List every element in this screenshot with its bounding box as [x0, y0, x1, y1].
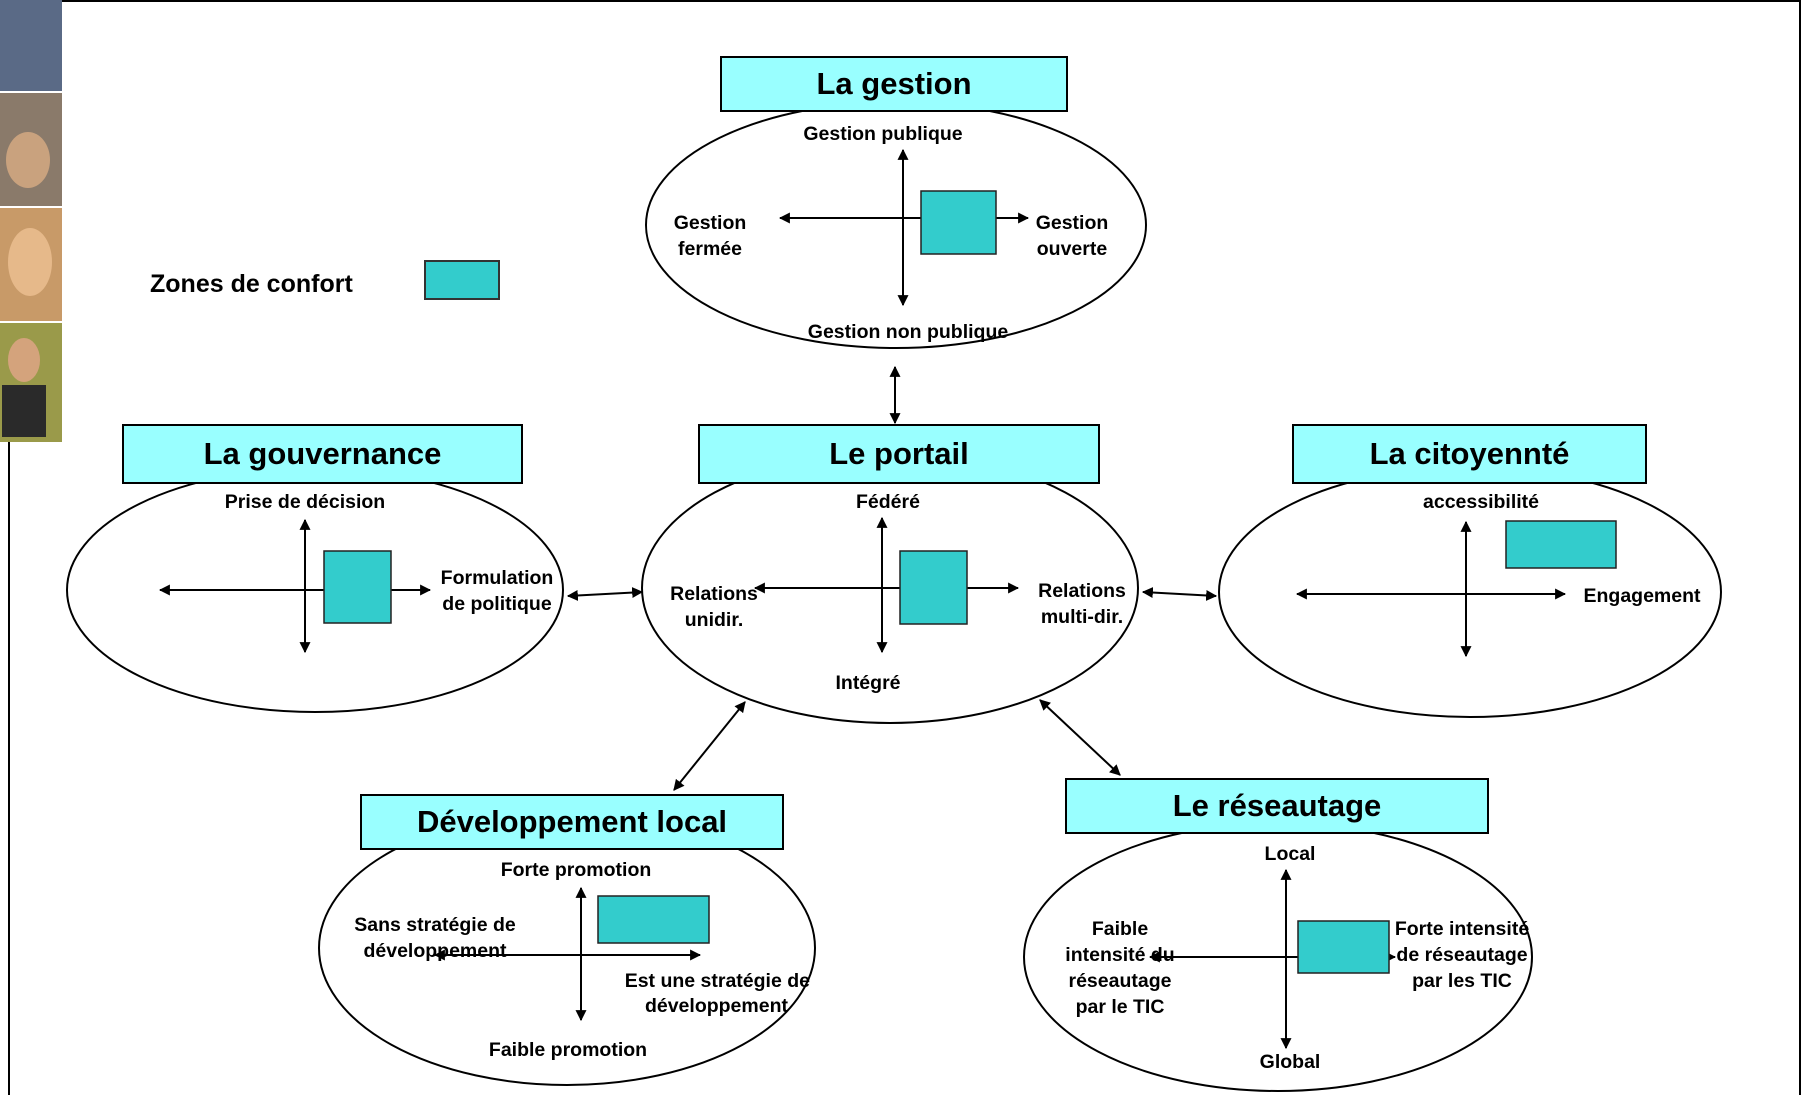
connector-gouvernance-portail — [566, 587, 644, 601]
reseautage-left-label-4: par le TIC — [1075, 996, 1165, 1018]
gouvernance-top-label: Prise de décision — [224, 491, 386, 513]
gouvernance-title: La gouvernance — [122, 424, 523, 484]
portail-left-label-1: Relations — [670, 583, 758, 605]
developpement-right-label-1: Est une stratégie de — [624, 970, 810, 992]
portail-right-label-2: multi-dir. — [1040, 606, 1124, 628]
gestion-right-label-1: Gestion — [1035, 212, 1109, 234]
citoyennete-top-label: accessibilité — [1423, 491, 1539, 513]
developpement-comfort-zone — [597, 895, 710, 944]
slide-frame — [8, 0, 1801, 1095]
portail-left-label-2: unidir. — [684, 609, 744, 631]
developpement-top-label: Forte promotion — [500, 859, 652, 881]
developpement-left-label-2: développement — [363, 940, 507, 962]
portail-comfort-zone — [899, 550, 968, 625]
citoyennete-right-label: Engagement — [1583, 585, 1701, 607]
developpement-right-label-2: développement — [644, 995, 788, 1017]
developpement-title: Développement local — [360, 794, 784, 850]
connector-portail-developpement — [673, 701, 746, 791]
portail-top-label: Fédéré — [856, 491, 920, 513]
citoyennete-comfort-zone — [1505, 520, 1617, 569]
gestion-left-label-1: Gestion — [673, 212, 747, 234]
gestion-left-label-2: fermée — [678, 238, 742, 260]
reseautage-left-label-1: Faible — [1091, 918, 1149, 940]
gouvernance-right-label-2: de politique — [442, 593, 552, 615]
gouvernance-right-label-1: Formulation — [440, 567, 554, 589]
reseautage-top-label: Local — [1264, 843, 1316, 865]
legend-comfort-zone-swatch — [424, 260, 500, 300]
gestion-top-label: Gestion publique — [803, 123, 963, 145]
reseautage-right-label-3: par les TIC — [1412, 970, 1512, 992]
reseautage-right-label-2: de réseautage — [1396, 944, 1528, 966]
reseautage-comfort-zone — [1297, 920, 1390, 974]
reseautage-bottom-label: Global — [1259, 1051, 1321, 1073]
developpement-bottom-label: Faible promotion — [488, 1039, 648, 1061]
portail-title: Le portail — [698, 424, 1100, 484]
connector-portail-reseautage — [1039, 699, 1121, 776]
portail-bottom-label: Intégré — [835, 672, 901, 694]
reseautage-title: Le réseautage — [1065, 778, 1489, 834]
connector-portail-citoyennete — [1141, 587, 1218, 601]
gestion-bottom-label: Gestion non publique — [807, 321, 1009, 343]
reseautage-left-label-3: réseautage — [1068, 970, 1172, 992]
portail-right-label-1: Relations — [1038, 580, 1126, 602]
gestion-title: La gestion — [720, 56, 1068, 112]
gouvernance-comfort-zone — [323, 550, 392, 624]
photo-strip-image — [0, 0, 62, 442]
gestion-comfort-zone — [920, 190, 997, 255]
citoyennete-title: La citoyennté — [1292, 424, 1647, 484]
gestion-right-label-2: ouverte — [1036, 238, 1108, 260]
legend-label: Zones de confort — [150, 270, 353, 298]
reseautage-left-label-2: intensité du — [1065, 944, 1175, 966]
reseautage-right-label-1: Forte intensité — [1394, 918, 1530, 940]
developpement-left-label-1: Sans stratégie de — [354, 914, 516, 936]
